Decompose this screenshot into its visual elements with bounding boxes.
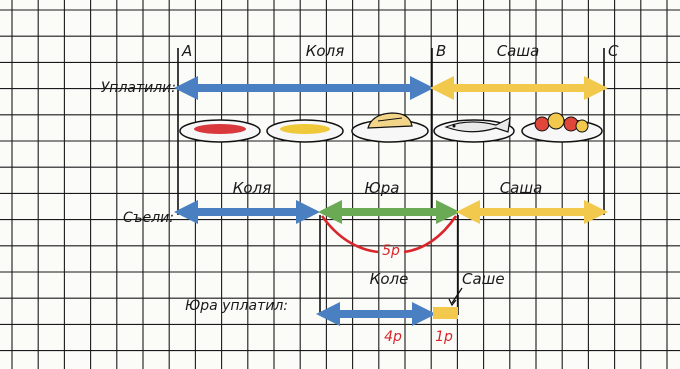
yura-total-brace-left <box>322 216 378 252</box>
to-sasha-amount: 1р <box>435 329 453 345</box>
fish-plate-icon <box>434 118 514 142</box>
ate-label: Съели: <box>123 210 174 226</box>
yura-to-sasha-bar <box>433 307 458 319</box>
yura-total-amount: 5р <box>382 243 400 259</box>
point-a-label: A <box>181 42 192 60</box>
bread-plate-icon <box>352 113 428 142</box>
yura-total-brace-right <box>404 216 456 252</box>
to-sasha-label: Саше <box>462 270 505 288</box>
sasha-top-label: Саша <box>497 42 540 60</box>
point-c-label: C <box>608 42 619 60</box>
paid-label: Уплатили: <box>101 80 176 96</box>
porridge-plate-icon <box>267 120 343 142</box>
fruit-plate-icon <box>522 113 602 142</box>
yura-mid-label: Юра <box>365 179 400 197</box>
point-b-label: B <box>436 42 446 60</box>
to-kolya-amount: 4р <box>384 329 402 345</box>
soup-plate-icon <box>180 120 260 142</box>
sasha-mid-label: Саша <box>500 179 543 197</box>
yura-paid-label: Юра уплатил: <box>185 298 288 314</box>
kolya-mid-label: Коля <box>233 179 271 197</box>
kolya-top-label: Коля <box>306 42 344 60</box>
to-kolya-label: Коле <box>370 270 409 288</box>
